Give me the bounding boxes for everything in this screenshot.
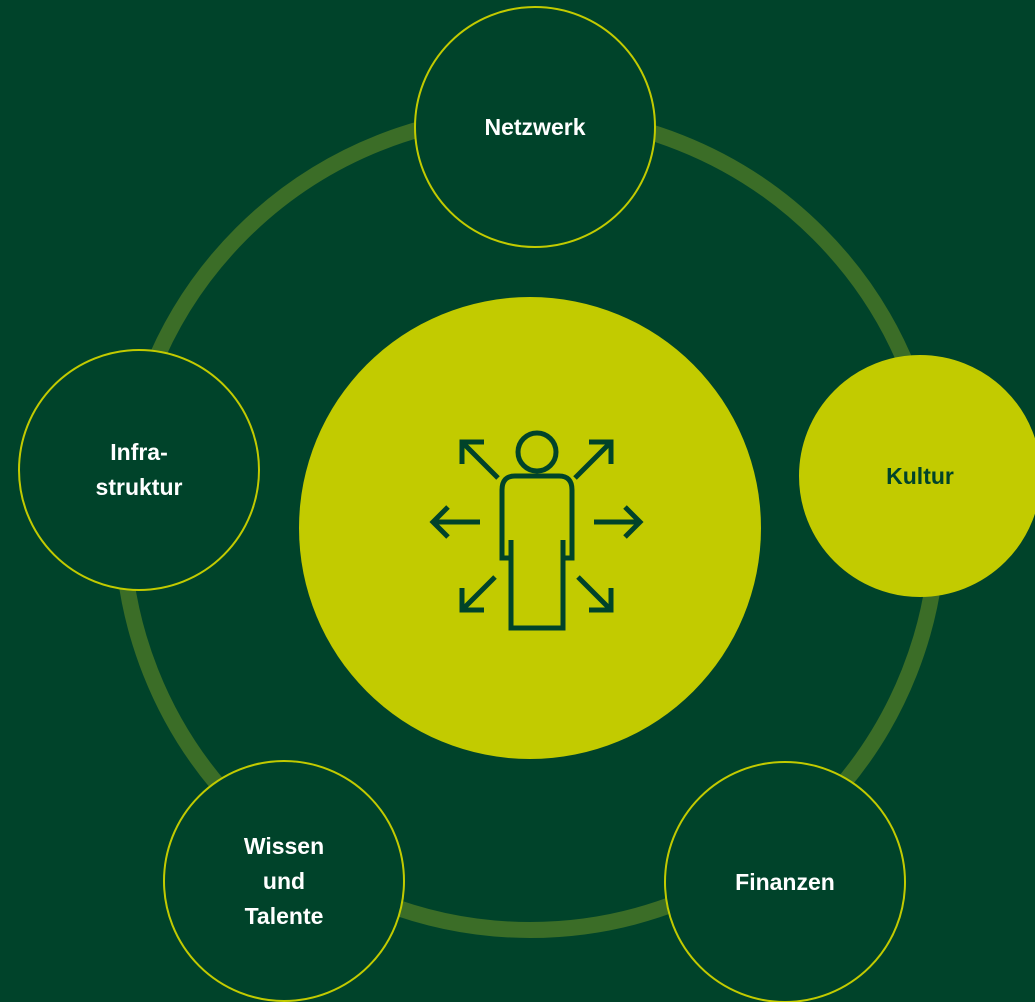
node-circle-wissen-talente	[163, 760, 405, 1002]
person-expanding-arrows-icon	[429, 430, 644, 631]
node-label-kultur: Kultur	[886, 462, 954, 489]
node-circle-infrastruktur	[18, 349, 260, 591]
center-circle	[299, 297, 761, 759]
node-circle-kultur	[799, 355, 1035, 597]
node-label-wissen-talente: Wissen und Talente	[243, 832, 325, 929]
node-circle-netzwerk	[414, 6, 656, 248]
node-circle-finanzen	[664, 761, 906, 1002]
node-label-infrastruktur: Infra- struktur	[95, 439, 183, 500]
node-label-netzwerk: Netzwerk	[484, 113, 586, 140]
node-label-finanzen: Finanzen	[735, 868, 835, 895]
